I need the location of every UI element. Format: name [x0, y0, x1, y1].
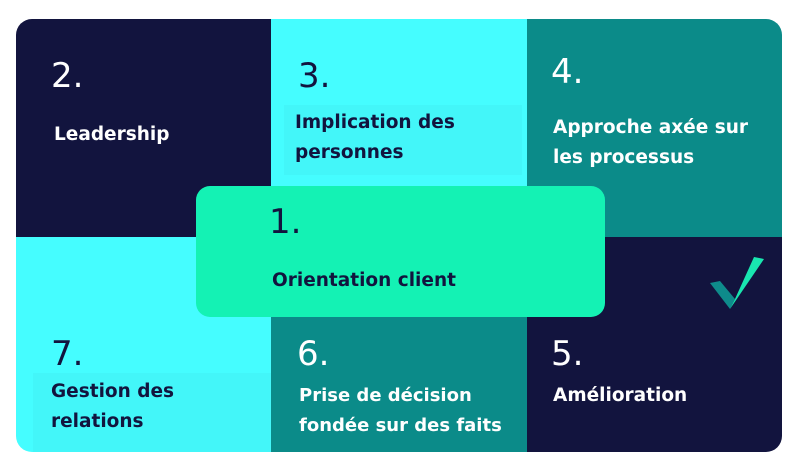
principle-4-label: Approche axée sur les processus: [553, 117, 749, 168]
principle-7-number: 7.: [51, 334, 84, 374]
principle-3-number: 3.: [298, 56, 331, 96]
principle-2-label: Leadership: [54, 124, 170, 145]
principle-2-tile: 2. Leadership: [16, 19, 271, 237]
principle-6-label: Prise de décision fondée sur des faits: [299, 385, 502, 436]
principle-1-label: Orientation client: [272, 270, 456, 291]
principle-5-number: 5.: [551, 334, 584, 374]
checkmark-logo-icon: [710, 257, 764, 309]
principle-6-number: 6.: [297, 334, 330, 374]
principle-7-label: Gestion des relations: [51, 381, 175, 432]
principle-1-center-tile: 1. Orientation client: [196, 186, 605, 317]
checkmark-short-stroke: [710, 281, 735, 309]
principle-3-label: Implication des personnes: [295, 112, 455, 163]
principle-2-number: 2.: [51, 56, 84, 96]
principle-4-number: 4.: [551, 52, 584, 92]
principle-5-label: Amélioration: [553, 385, 688, 406]
principle-1-number: 1.: [269, 202, 302, 242]
checkmark-long-stroke: [730, 257, 764, 309]
